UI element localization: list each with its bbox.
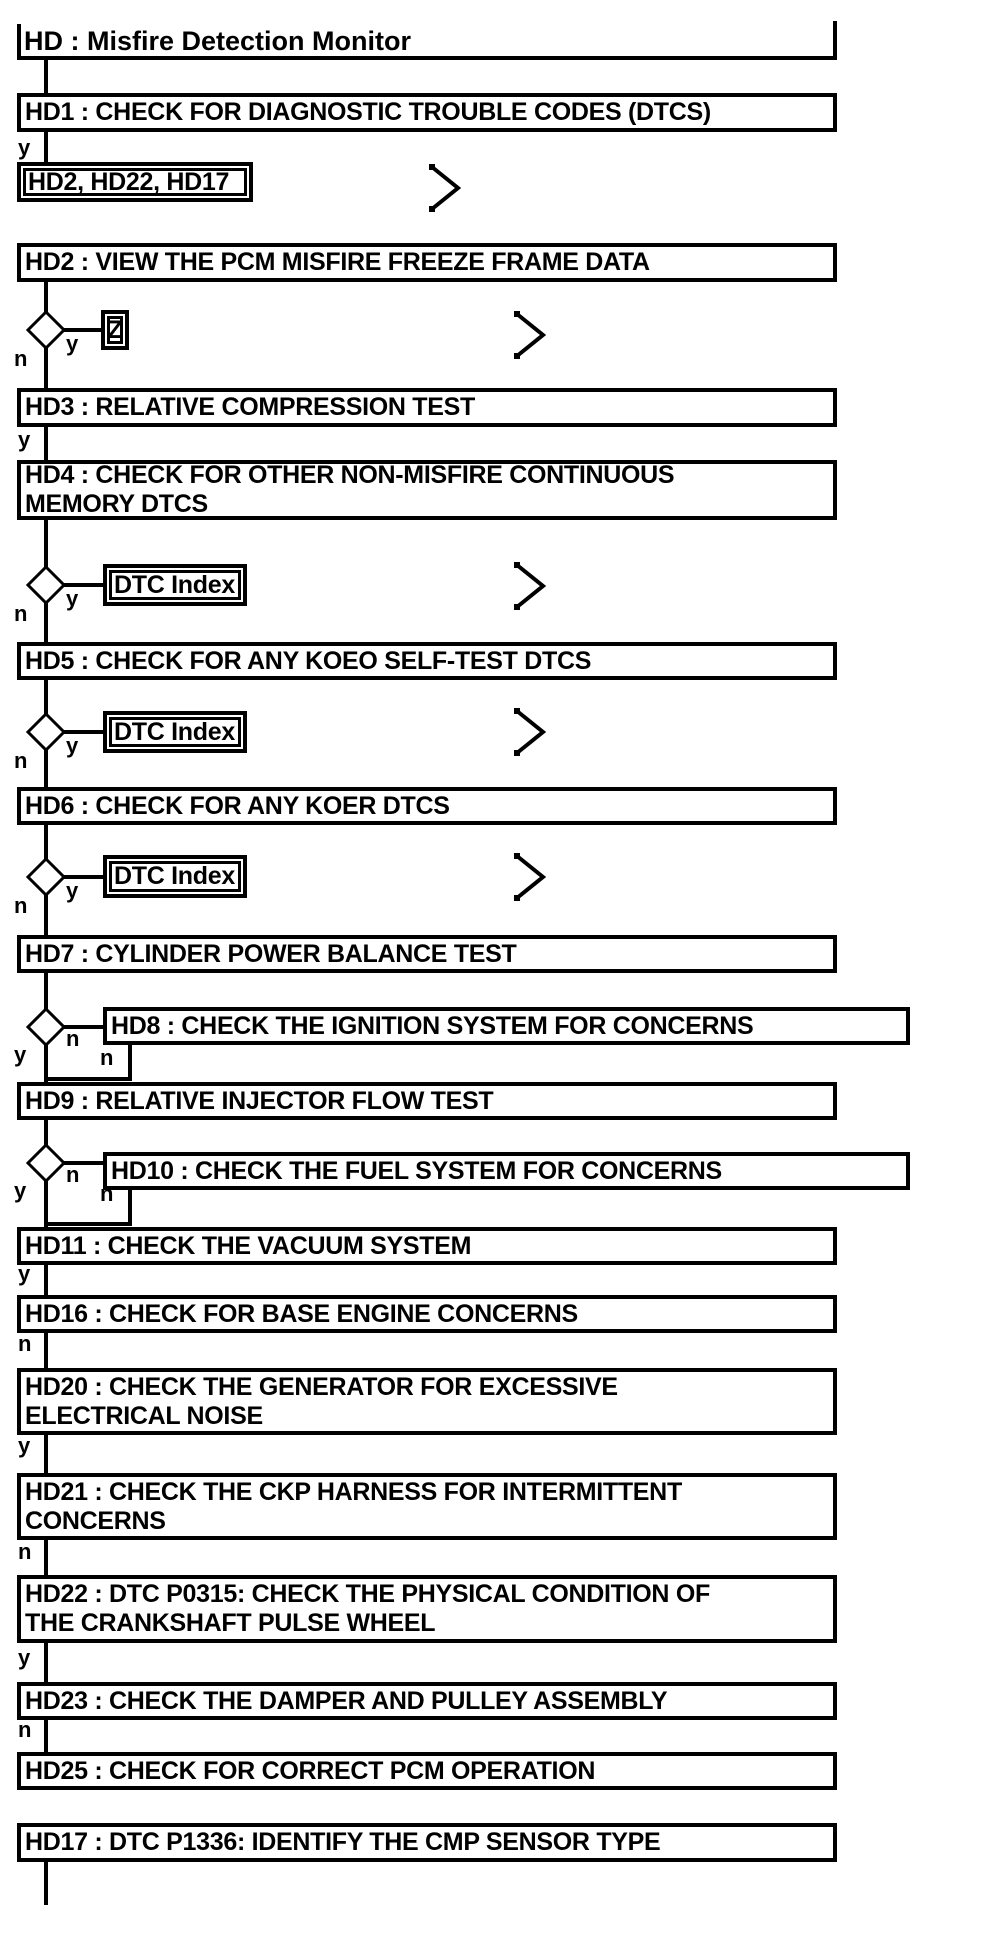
connector-line	[44, 1179, 48, 1229]
connector-line	[60, 583, 103, 587]
connector-line	[44, 823, 48, 861]
branch-label-y: y	[66, 331, 79, 356]
connector-line	[44, 1118, 48, 1147]
connector-line	[44, 1538, 48, 1577]
connector-line	[44, 1077, 132, 1081]
branch-label-y: y	[14, 1178, 27, 1203]
branch-label-n: n	[18, 1539, 32, 1564]
connector-line	[60, 1161, 103, 1165]
offpage-chevron-icon	[429, 164, 462, 212]
step-box-hd16: HD16 : CHECK FOR BASE ENGINE CONCERNS	[17, 1295, 837, 1333]
connector-line	[60, 875, 103, 879]
connector-line	[128, 1041, 132, 1081]
connector-line	[44, 518, 48, 569]
step-box-hd6: HD6 : CHECK FOR ANY KOER DTCS	[17, 787, 837, 825]
connector-line	[44, 748, 48, 789]
branch-label-n: n	[14, 748, 28, 773]
reference-box-z: Z	[101, 310, 129, 350]
branch-label-y: y	[18, 1261, 31, 1286]
connector-line	[44, 1860, 48, 1905]
branch-label-n: n	[18, 1717, 32, 1742]
branch-label-y: y	[18, 135, 31, 160]
step-box-hd7: HD7 : CYLINDER POWER BALANCE TEST	[17, 935, 837, 973]
branch-label-y: y	[66, 878, 79, 903]
connector-line	[44, 1718, 48, 1754]
step-box-hd20: HD20 : CHECK THE GENERATOR FOR EXCESSIVE…	[17, 1368, 837, 1435]
connector-line	[60, 730, 103, 734]
step-box-hd2: HD2 : VIEW THE PCM MISFIRE FREEZE FRAME …	[17, 243, 837, 282]
step-box-hd1: HD1 : CHECK FOR DIAGNOSTIC TROUBLE CODES…	[17, 93, 837, 132]
connector-line	[44, 280, 48, 314]
step-box-hd25: HD25 : CHECK FOR CORRECT PCM OPERATION	[17, 1752, 837, 1790]
decision-diamond-hd9-icon	[25, 1142, 67, 1184]
offpage-chevron-icon	[514, 562, 547, 610]
branch-label-y: y	[18, 1645, 31, 1670]
branch-label-y: y	[66, 733, 79, 758]
branch-label-y: y	[18, 427, 31, 452]
branch-label-n: n	[66, 1162, 80, 1187]
reference-box-dtc-index-3: DTC Index	[103, 855, 247, 898]
connector-line	[44, 1263, 48, 1297]
connector-line	[128, 1186, 132, 1226]
connector-line	[44, 1641, 48, 1684]
decision-diamond-hd4-icon	[25, 564, 67, 606]
step-box-hd5: HD5 : CHECK FOR ANY KOEO SELF-TEST DTCS	[17, 642, 837, 680]
reference-box-dtc-index-1: DTC Index	[103, 564, 247, 606]
reference-box-entry-points: HD2, HD22, HD17	[17, 162, 253, 202]
connector-line	[44, 893, 48, 937]
decision-diamond-hd7-icon	[25, 1006, 67, 1048]
connector-line	[44, 1043, 48, 1084]
decision-diamond-hd5-icon	[25, 711, 67, 753]
connector-line	[44, 1331, 48, 1370]
branch-label-y: y	[14, 1042, 27, 1067]
step-box-hd3: HD3 : RELATIVE COMPRESSION TEST	[17, 388, 837, 427]
step-box-hd8: HD8 : CHECK THE IGNITION SYSTEM FOR CONC…	[103, 1007, 910, 1045]
page-title: HD : Misfire Detection Monitor	[24, 26, 412, 56]
step-box-hd9: HD9 : RELATIVE INJECTOR FLOW TEST	[17, 1082, 837, 1120]
branch-label-y: y	[18, 1433, 31, 1458]
branch-label-n: n	[14, 346, 28, 371]
connector-line	[44, 1433, 48, 1475]
connector-line	[44, 678, 48, 716]
branch-label-n: n	[18, 1331, 32, 1356]
step-box-hd10: HD10 : CHECK THE FUEL SYSTEM FOR CONCERN…	[103, 1152, 910, 1190]
branch-label-n: n	[66, 1026, 80, 1051]
connector-line	[44, 971, 48, 1011]
step-box-hd4: HD4 : CHECK FOR OTHER NON-MISFIRE CONTIN…	[17, 460, 837, 520]
offpage-chevron-icon	[514, 853, 547, 901]
decision-diamond-hd6-icon	[25, 856, 67, 898]
branch-label-n: n	[14, 601, 28, 626]
connector-line	[44, 130, 48, 164]
step-box-hd17: HD17 : DTC P1336: IDENTIFY THE CMP SENSO…	[17, 1823, 837, 1862]
connector-line	[44, 601, 48, 644]
connector-line	[44, 346, 48, 390]
step-box-hd22: HD22 : DTC P0315: CHECK THE PHYSICAL CON…	[17, 1575, 837, 1643]
reference-box-dtc-index-2: DTC Index	[103, 711, 247, 753]
title-left-rule	[17, 24, 21, 60]
step-box-hd23: HD23 : CHECK THE DAMPER AND PULLEY ASSEM…	[17, 1682, 837, 1720]
connector-line	[60, 1025, 103, 1029]
decision-diamond-hd2-icon	[25, 309, 67, 351]
step-box-hd11: HD11 : CHECK THE VACUUM SYSTEM	[17, 1227, 837, 1265]
title-right-rule	[833, 21, 837, 60]
branch-label-n: n	[100, 1181, 114, 1206]
branch-label-n: n	[14, 893, 28, 918]
branch-label-n: n	[100, 1045, 114, 1070]
connector-line	[44, 1222, 132, 1226]
title-bottom-rule	[17, 56, 837, 60]
connector-line	[60, 328, 103, 332]
connector-line	[44, 60, 48, 95]
branch-label-y: y	[66, 586, 79, 611]
offpage-chevron-icon	[514, 311, 547, 359]
connector-line	[44, 425, 48, 462]
offpage-chevron-icon	[514, 708, 547, 756]
step-box-hd21: HD21 : CHECK THE CKP HARNESS FOR INTERMI…	[17, 1473, 837, 1540]
